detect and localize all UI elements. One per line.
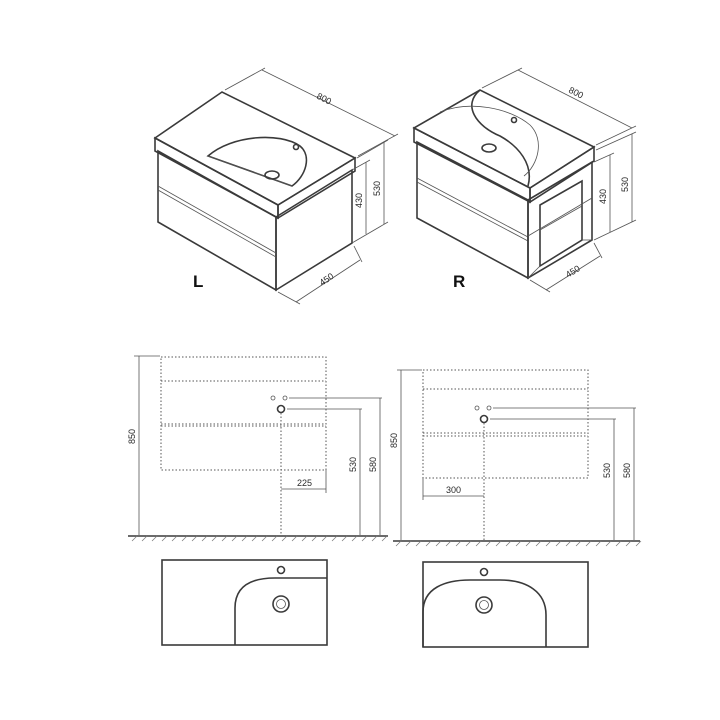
- dim-530-right: 530: [602, 463, 612, 478]
- dim-850-left: 850: [127, 429, 137, 444]
- floor-hatch-left: [131, 535, 388, 542]
- front-elevation-right: 850 530 580 300: [389, 369, 642, 547]
- dim-300: 300: [446, 485, 461, 495]
- dim-depth-left: 450: [318, 271, 336, 288]
- dim-580-right: 580: [622, 463, 632, 478]
- dim-height-total-left: 530: [372, 181, 382, 196]
- dim-850-right: 850: [389, 433, 399, 448]
- front-elevation-left: 850 530 580 225: [127, 355, 388, 542]
- dim-width-right: 800: [567, 85, 585, 101]
- isometric-view-right: 800 530 430 450 R: [412, 67, 637, 293]
- floor-hatch-right: [395, 540, 642, 547]
- variant-label-left: L: [193, 272, 203, 291]
- dim-height-body-left: 430: [354, 193, 364, 208]
- top-view-right: [422, 561, 589, 648]
- dim-height-total-right: 530: [620, 177, 630, 192]
- top-view-left: [161, 559, 328, 646]
- variant-label-right: R: [453, 272, 465, 291]
- dim-depth-right: 450: [564, 263, 582, 279]
- dim-height-body-right: 430: [598, 189, 608, 204]
- isometric-view-left: 800 530 430 450 L: [153, 67, 399, 305]
- dim-580-left: 580: [368, 457, 378, 472]
- dim-530-left: 530: [348, 457, 358, 472]
- dim-225: 225: [297, 478, 312, 488]
